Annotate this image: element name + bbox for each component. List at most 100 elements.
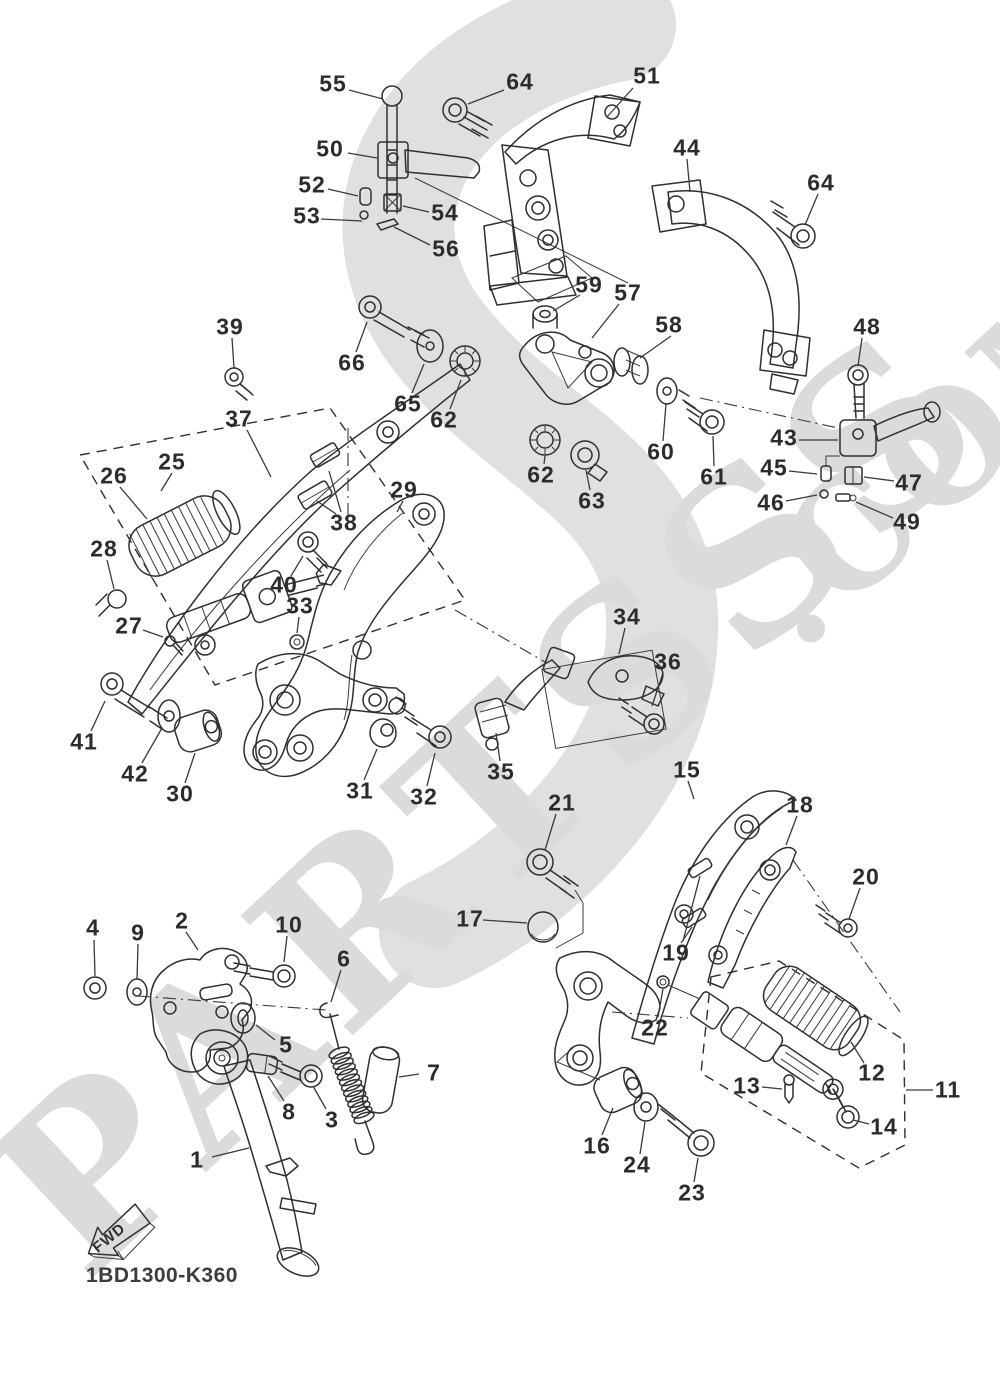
leader-line-4 <box>93 939 96 977</box>
bolt-21 <box>526 848 584 949</box>
side-stand-1 <box>223 1059 320 1277</box>
leader-line-46 <box>785 494 818 502</box>
leader-line-30 <box>184 752 196 784</box>
leader-line-31 <box>363 748 378 781</box>
leader-line-26 <box>119 486 148 520</box>
footrest-bracket-right <box>720 1006 844 1100</box>
leader-line-64 <box>804 193 819 226</box>
part-label-20: 20 <box>852 863 880 890</box>
part-label-47: 47 <box>895 469 923 496</box>
part-label-64: 64 <box>807 169 835 196</box>
part-label-62: 62 <box>527 461 555 488</box>
drawing-part-code: 1BD1300-K360 <box>86 1264 238 1287</box>
lever-43 <box>825 401 941 466</box>
part-label-43: 43 <box>770 424 798 451</box>
bolt-40 <box>297 531 328 573</box>
bushing-59 <box>532 305 558 329</box>
leader-line-9 <box>136 943 139 980</box>
leader-line-17 <box>482 919 528 924</box>
leader-line-14 <box>852 1119 870 1125</box>
asm-line-22 <box>667 984 701 1000</box>
part-label-38: 38 <box>330 509 358 536</box>
part-label-16: 16 <box>583 1132 611 1159</box>
rearset-base-bracket <box>553 950 661 1086</box>
bushing-30 <box>173 709 223 753</box>
cap-17 <box>527 911 559 943</box>
leader-line-8 <box>267 1075 285 1102</box>
nut-62-lower <box>529 424 561 456</box>
part-label-27: 27 <box>115 612 143 639</box>
leader-line-62 <box>449 379 462 410</box>
stand-pivot <box>190 1029 249 1085</box>
part-label-45: 45 <box>760 454 788 481</box>
part-label-62: 62 <box>430 406 458 433</box>
leader-line-45 <box>788 470 818 475</box>
leader-line-37 <box>246 429 272 478</box>
ring-5 <box>230 1002 256 1034</box>
nut-33 <box>289 634 305 650</box>
leader-line-49 <box>855 501 894 519</box>
bolt-14 <box>825 1083 860 1129</box>
leader-line-41 <box>90 700 106 732</box>
part-label-14: 14 <box>870 1113 898 1140</box>
leader-line-35 <box>495 732 501 762</box>
part-label-8: 8 <box>282 1098 296 1125</box>
leader-line-62 <box>543 455 546 465</box>
bolt-64-right <box>770 200 816 249</box>
plate-18 <box>707 846 797 989</box>
part-label-40: 40 <box>270 571 298 598</box>
nut-54 <box>383 193 402 212</box>
leader-line-53 <box>320 218 363 222</box>
part-label-7: 7 <box>427 1059 441 1086</box>
leader-line-65 <box>411 363 425 394</box>
part-label-29: 29 <box>390 476 418 503</box>
leader-line-28 <box>106 559 115 590</box>
link-57 <box>518 331 615 405</box>
leader-line-25 <box>160 472 173 492</box>
leader-line-22 <box>657 988 664 1018</box>
leader-line-12 <box>850 1041 865 1064</box>
part-label-25: 25 <box>158 448 186 475</box>
bolt-66 <box>358 295 430 348</box>
footrest-rubber-26 <box>128 489 241 579</box>
leader-line-59 <box>552 294 581 312</box>
part-label-41: 41 <box>70 728 98 755</box>
dashed-box-25 <box>78 407 467 686</box>
part-label-13: 13 <box>733 1072 761 1099</box>
leader-line-38 <box>316 500 337 515</box>
part-label-22: 22 <box>641 1014 669 1041</box>
ref-box-34 <box>541 649 667 750</box>
part-label-44: 44 <box>673 134 701 161</box>
leader-line-38 <box>328 470 342 513</box>
part-label-60: 60 <box>647 438 675 465</box>
leader-line-58 <box>639 335 672 359</box>
footrest-bracket-left <box>165 563 342 643</box>
leader-line-33 <box>296 616 300 634</box>
leader-line-19 <box>682 875 701 942</box>
part-label-50: 50 <box>316 135 344 162</box>
leader-line-48 <box>857 337 863 367</box>
barrel-8 <box>245 1052 279 1076</box>
screw-53 <box>359 210 369 220</box>
spring-6 <box>319 1002 375 1156</box>
leader-line-54 <box>402 205 430 213</box>
bolt-23 <box>657 1103 715 1157</box>
part-label-4: 4 <box>86 914 100 941</box>
collar-7 <box>361 1046 401 1114</box>
part-label-9: 9 <box>131 919 145 946</box>
part-label-55: 55 <box>319 70 347 97</box>
leader-line-15 <box>687 780 695 800</box>
bolt-32 <box>395 696 452 749</box>
bushing-58 <box>613 347 649 385</box>
leader-line-61 <box>712 435 715 467</box>
pad-38a <box>309 442 341 468</box>
leader-line-47 <box>863 476 895 482</box>
leader-line-1 <box>211 1147 250 1158</box>
part-label-35: 35 <box>487 758 515 785</box>
leader-line-52 <box>327 188 359 197</box>
leader-line-63 <box>585 469 591 491</box>
part-label-59: 59 <box>575 271 603 298</box>
nut-22-inner <box>659 978 667 986</box>
